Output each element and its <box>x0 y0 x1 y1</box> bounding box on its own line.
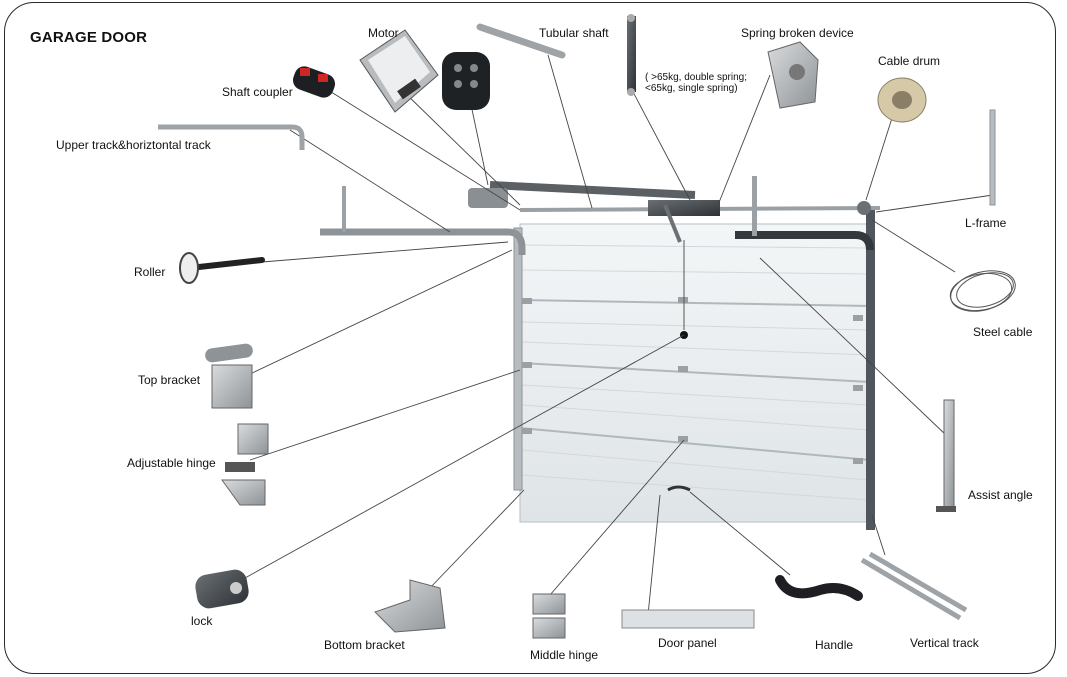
label-steel-cable: Steel cable <box>973 325 1033 339</box>
label-vertical-track: Vertical track <box>910 636 979 650</box>
door-panel-piece-icon <box>621 609 755 629</box>
steel-cable-icon <box>949 270 1016 312</box>
label-spring-broken-device: Spring broken device <box>741 26 854 40</box>
lock-icon <box>195 569 249 609</box>
bottom-bracket-icon <box>374 579 446 633</box>
label-upper-track: Upper track&horiztontal track <box>56 138 211 152</box>
label-handle: Handle <box>815 638 854 652</box>
label-door-panel: Door panel <box>658 636 717 650</box>
shaft-coupler-icon <box>292 66 336 98</box>
torsion-spring <box>648 200 720 216</box>
label-bottom-bracket: Bottom bracket <box>324 638 405 652</box>
right-horizontal-track <box>735 231 874 251</box>
leader-lines <box>244 54 994 616</box>
label-roller: Roller <box>134 265 166 279</box>
remote-control-icon <box>442 52 490 110</box>
label-top-bracket: Top bracket <box>138 373 201 387</box>
label-lock: lock <box>191 614 213 628</box>
panel-hinges <box>522 297 863 464</box>
upper-track-icon <box>158 124 305 150</box>
label-motor: Motor <box>368 26 399 40</box>
adjustable-hinge-icon <box>221 423 269 506</box>
panel-ribs <box>521 244 869 501</box>
label-tubular-shaft: Tubular shaft <box>539 26 609 40</box>
diagram-title: GARAGE DOOR <box>30 29 148 46</box>
motor-icon <box>359 29 439 113</box>
spring-icon <box>627 14 636 96</box>
cable-drum-icon <box>877 77 927 123</box>
opener-head <box>468 188 508 208</box>
door-assembly <box>320 176 881 530</box>
label-adjustable-hinge: Adjustable hinge <box>127 456 216 470</box>
left-vertical-track <box>513 227 523 491</box>
spring-broken-device-icon <box>767 41 819 109</box>
spring-note-line1: ( >65kg, double spring; <box>645 72 748 83</box>
left-horizontal-track <box>320 228 526 255</box>
label-assist-angle: Assist angle <box>968 488 1033 502</box>
label-cable-drum: Cable drum <box>878 54 941 68</box>
label-shaft-coupler: Shaft coupler <box>222 85 293 99</box>
opener-rail <box>489 181 696 199</box>
assist-angle-icon <box>936 399 956 512</box>
roller-icon <box>179 252 265 284</box>
panel-handle <box>667 485 691 492</box>
middle-hinge-icon <box>532 593 566 639</box>
top-bracket-icon <box>205 343 253 409</box>
label-middle-hinge: Middle hinge <box>530 648 599 662</box>
right-vertical-track <box>866 210 875 530</box>
vertical-track-icon <box>860 551 968 621</box>
tubular-shaft-icon <box>476 23 566 59</box>
spring-note: ( >65kg, double spring; <65kg, single sp… <box>645 72 747 94</box>
label-l-frame: L-frame <box>965 216 1007 230</box>
section-joints <box>519 299 871 461</box>
l-frame-icon <box>989 109 996 206</box>
handle-icon <box>775 575 863 601</box>
spring-note-line2: <65kg, single spring) <box>645 83 738 94</box>
